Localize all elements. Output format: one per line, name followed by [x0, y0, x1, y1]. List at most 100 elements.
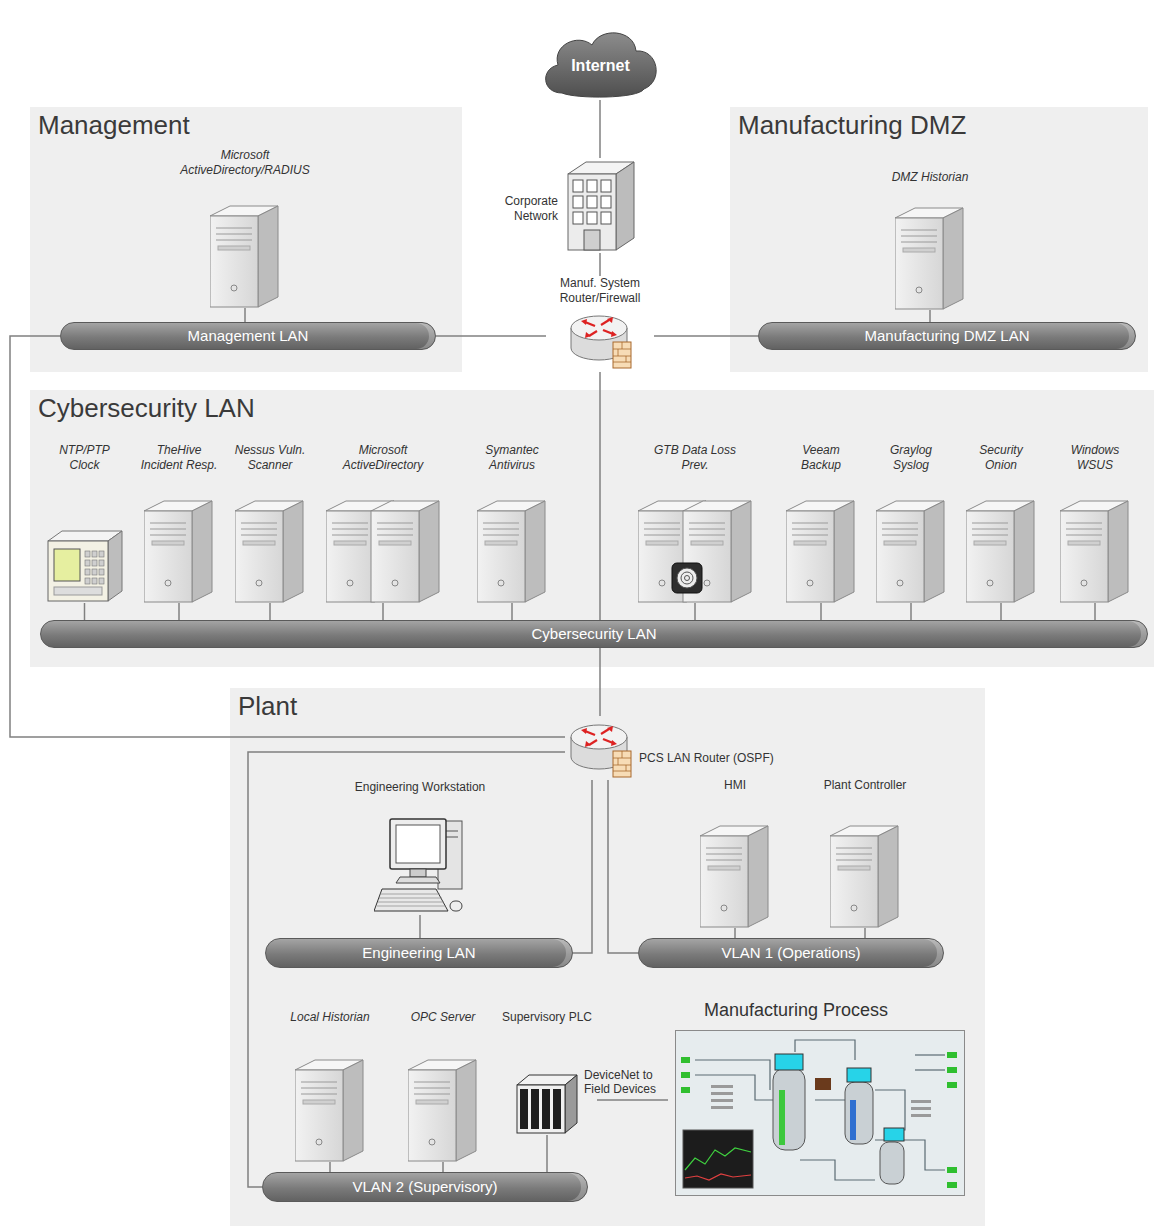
icon-part: [626, 356, 627, 362]
icon-part: [786, 511, 834, 602]
server-node: HMI: [690, 778, 780, 928]
corporate-network: Corporate Network: [490, 158, 642, 253]
icon-part: [525, 501, 545, 602]
server-node: Graylog Syslog: [868, 443, 954, 603]
icon-part: [681, 1072, 690, 1078]
icon-part: [708, 866, 740, 870]
icon-part: [611, 740, 617, 746]
icon-part: [681, 1087, 690, 1093]
workstation-icon: [374, 815, 466, 915]
icon-part: [99, 578, 104, 584]
network-link: [654, 335, 758, 337]
lan-bus: Cybersecurity LAN: [40, 620, 1148, 648]
network-link: [244, 308, 246, 322]
icon-part: [613, 356, 631, 357]
icon-part: [915, 1069, 945, 1070]
network-link: [1000, 603, 1002, 620]
icon-part: [589, 740, 597, 745]
icon-part: [748, 826, 768, 927]
icon-part: [882, 523, 918, 524]
icon-part: [347, 580, 353, 586]
icon-part: [613, 765, 631, 766]
network-link: [442, 1162, 444, 1172]
icon-part: [616, 162, 634, 250]
icon-part: [589, 331, 597, 336]
icon-part: [585, 322, 595, 326]
icon-part: [1066, 535, 1102, 536]
server-node: Security Onion: [958, 443, 1044, 603]
icon-part: [895, 218, 943, 309]
icon-part: [875, 1090, 905, 1130]
icon-part: [691, 541, 723, 545]
icon-part: [295, 1070, 343, 1161]
icon-part: [408, 1070, 456, 1161]
node-label: OPC Server: [411, 1010, 476, 1025]
icon-part: [851, 905, 857, 911]
network-link: [599, 648, 601, 716]
icon-part: [613, 751, 631, 777]
node-label: PCS LAN Router (OSPF): [639, 751, 774, 766]
icon-part: [626, 765, 627, 771]
icon-part: [585, 741, 591, 747]
node-label: Veeam Backup: [791, 443, 851, 472]
node-label: Plant Controller: [824, 778, 907, 793]
icon-part: [830, 836, 878, 927]
icon-part: [882, 529, 918, 530]
icon-part: [901, 230, 937, 231]
icon-part: [235, 501, 303, 602]
edge-label: DeviceNet to Field Devices: [584, 1068, 664, 1097]
network-link: [820, 603, 822, 620]
network-link: [694, 603, 696, 620]
zone-region: Manufacturing DMZDMZ HistorianManufactur…: [730, 107, 1148, 372]
server-icon: [895, 204, 965, 310]
icon-part: [520, 1089, 528, 1129]
node-label: Corporate Network: [490, 194, 558, 223]
router-firewall-icon: [565, 306, 635, 372]
icon-part: [721, 905, 727, 911]
icon-part: [568, 174, 616, 250]
server-node: Local Historian: [270, 1010, 390, 1162]
icon-part: [377, 529, 413, 530]
icon-part: [613, 771, 631, 772]
icon-part: [216, 228, 252, 229]
icon-part: [601, 212, 611, 224]
icon-part: [786, 501, 854, 602]
icon-part: [882, 535, 918, 536]
icon-part: [48, 541, 108, 601]
icon-part: [684, 576, 689, 581]
icon-part: [603, 739, 613, 743]
icon-part: [1081, 580, 1087, 586]
icon-part: [711, 1085, 733, 1088]
icon-part: [646, 541, 678, 545]
server-pair-icon: [326, 497, 441, 603]
icon-part: [378, 902, 444, 903]
icon-part: [836, 854, 872, 855]
node-label: Engineering Workstation: [355, 780, 486, 795]
icon-part: [150, 523, 186, 524]
node-label: VLAN 1 (Operations): [709, 944, 872, 962]
node-label: Security Onion: [971, 443, 1031, 472]
node-label: Symantec Antivirus: [477, 443, 547, 472]
server-icon: [830, 822, 900, 928]
icon-part: [681, 572, 693, 584]
icon-part: [416, 1100, 448, 1104]
icon-part: [911, 1107, 931, 1110]
icon-part: [681, 1052, 957, 1188]
icon-part: [581, 728, 587, 734]
router: PCS LAN Router (OSPF): [565, 716, 795, 780]
icon-part: [258, 206, 278, 307]
icon-part: [845, 1082, 873, 1144]
server-node: Plant Controller: [800, 778, 930, 928]
icon-part: [379, 898, 442, 899]
lan-bus: VLAN 1 (Operations): [638, 938, 944, 968]
icon-part: [901, 242, 937, 243]
server-node: DMZ Historian: [860, 170, 1000, 310]
network-link: [248, 752, 565, 1187]
icon-part: [332, 535, 368, 536]
icon-part: [695, 1040, 945, 1180]
icon-part: [152, 541, 184, 545]
icon-part: [85, 560, 90, 566]
icon-part: [150, 529, 186, 530]
icon-part: [216, 240, 252, 241]
icon-part: [377, 906, 446, 907]
